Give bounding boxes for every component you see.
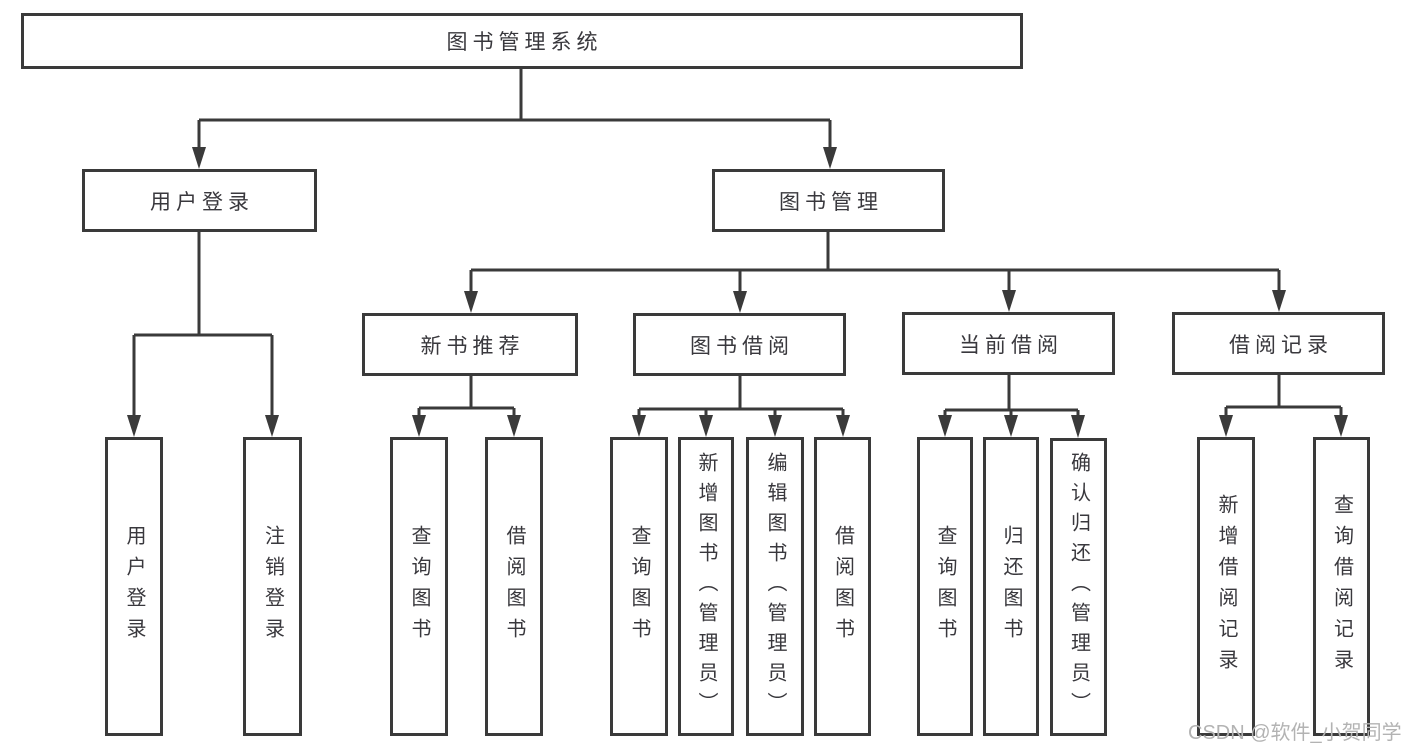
node-label: 新增借阅记录 — [1215, 493, 1237, 680]
node-user-login-leaf: 用户登录 — [105, 437, 163, 736]
connector-current-borrow-to-children — [938, 375, 1085, 438]
arrowhead — [1334, 415, 1348, 437]
connector-root-to-level2 — [192, 69, 837, 169]
node-query-borrow-record: 查询借阅记录 — [1313, 437, 1370, 736]
node-query-books-borrow: 查询图书 — [610, 437, 668, 736]
connector-book-borrow-to-children — [632, 376, 850, 437]
node-label: 图书管理系统 — [446, 31, 603, 54]
arrowhead — [1004, 415, 1018, 437]
node-label: 图书借阅 — [690, 334, 794, 358]
node-return-books: 归还图书 — [983, 437, 1039, 736]
node-borrow-books-leaf: 借阅图书 — [814, 437, 871, 736]
node-book-borrow: 图书借阅 — [633, 313, 846, 376]
arrowhead — [464, 291, 478, 313]
node-label: 新书推荐 — [420, 334, 525, 358]
node-label: 用户登录 — [123, 524, 145, 649]
connector-new-book-to-children — [412, 376, 521, 437]
node-current-borrow: 当前借阅 — [902, 312, 1115, 375]
arrowhead — [768, 415, 782, 437]
node-borrow-records: 借阅记录 — [1172, 312, 1385, 375]
arrowhead — [192, 147, 206, 169]
arrowhead — [938, 415, 952, 437]
connector-book-mgmt-to-level3 — [464, 232, 1286, 313]
node-add-books-admin: 新增图书（管理员） — [678, 437, 734, 736]
csdn-watermark: CSDN @软件_小贺同学 — [1188, 722, 1402, 744]
node-new-book-rec: 新书推荐 — [362, 313, 578, 376]
arrowhead — [733, 291, 747, 313]
arrowhead — [265, 415, 279, 437]
connector-borrow-records-to-children — [1219, 375, 1348, 437]
arrowhead — [1071, 415, 1085, 438]
node-confirm-return-admin: 确认归还（管理员） — [1050, 438, 1107, 736]
node-label: 图书管理 — [779, 190, 883, 214]
node-label: 确认归还（管理员） — [1067, 452, 1090, 722]
node-root-system: 图书管理系统 — [21, 13, 1023, 69]
node-borrow-books-rec: 借阅图书 — [485, 437, 543, 736]
node-add-borrow-record: 新增借阅记录 — [1197, 437, 1255, 736]
node-label: 查询图书 — [934, 524, 956, 649]
node-label: 查询图书 — [628, 524, 650, 649]
node-user-login: 用户登录 — [82, 169, 317, 232]
node-label: 借阅记录 — [1229, 333, 1333, 357]
node-label: 当前借阅 — [959, 333, 1063, 357]
node-label: 查询图书 — [408, 524, 430, 649]
arrowhead — [823, 147, 837, 169]
node-query-books-rec: 查询图书 — [390, 437, 448, 736]
node-label: 查询借阅记录 — [1330, 493, 1353, 680]
arrowhead — [1002, 290, 1016, 312]
arrowhead — [412, 415, 426, 437]
node-query-books-current: 查询图书 — [917, 437, 973, 736]
node-edit-books-admin: 编辑图书（管理员） — [746, 437, 804, 736]
arrowhead — [127, 415, 141, 437]
node-label: 用户登录 — [150, 190, 254, 214]
node-book-mgmt: 图书管理 — [712, 169, 945, 232]
arrowhead — [836, 415, 850, 437]
arrowhead — [1272, 290, 1286, 312]
node-label: 注销登录 — [261, 524, 284, 649]
node-label: 借阅图书 — [831, 524, 854, 649]
arrowhead — [1219, 415, 1233, 437]
node-label: 编辑图书（管理员） — [764, 451, 786, 722]
node-label: 借阅图书 — [503, 524, 525, 649]
arrowhead — [699, 415, 713, 437]
node-label: 新增图书（管理员） — [695, 451, 717, 722]
node-logout-leaf: 注销登录 — [243, 437, 302, 736]
arrowhead — [632, 415, 646, 437]
connector-user-login-to-children — [127, 232, 279, 437]
arrowhead — [507, 415, 521, 437]
node-label: 归还图书 — [1000, 524, 1022, 649]
